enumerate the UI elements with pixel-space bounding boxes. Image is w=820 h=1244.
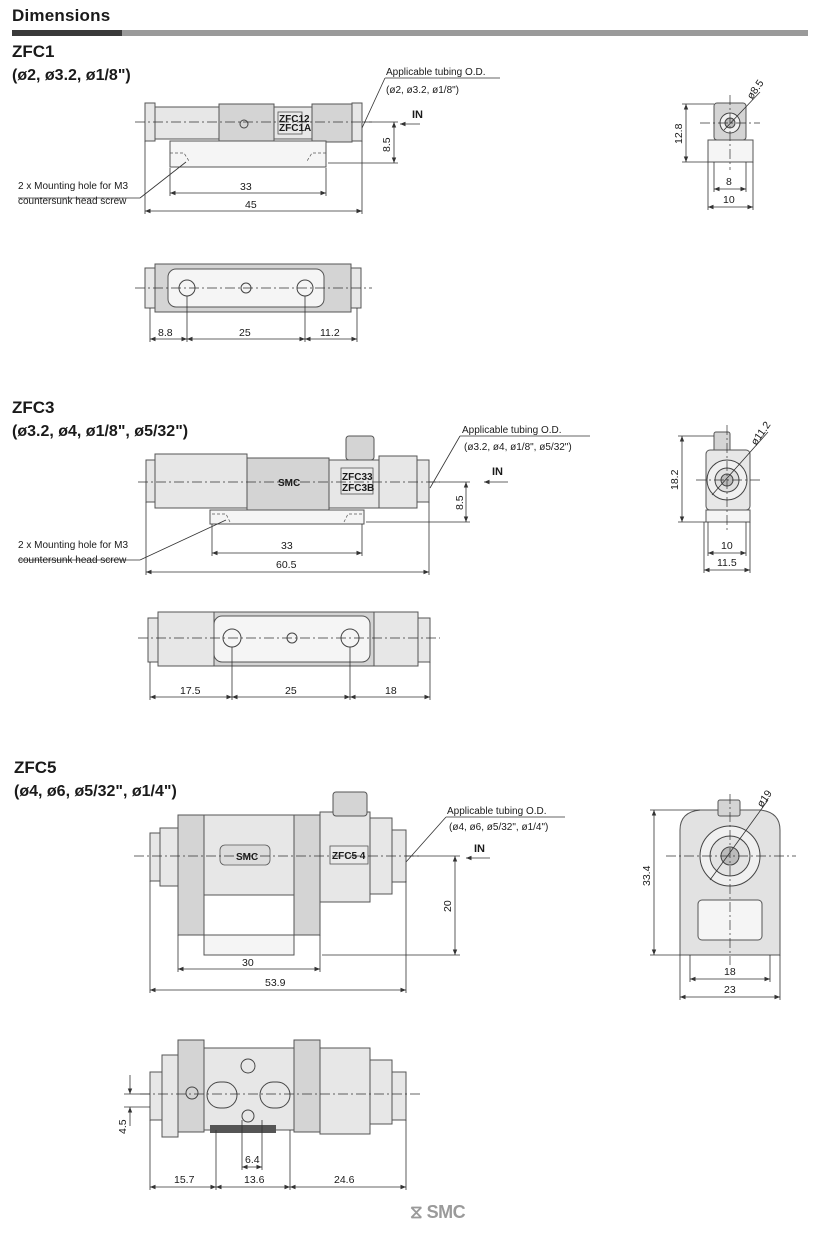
zfc5-dim-mount-pitch: 30 bbox=[242, 957, 254, 969]
title-rule bbox=[12, 30, 808, 36]
zfc5-tubing-label: Applicable tubing O.D. bbox=[447, 806, 547, 817]
zfc3-brand-mark: SMC bbox=[278, 478, 300, 489]
zfc5-model: ZFC5 bbox=[14, 758, 57, 777]
zfc3-top-view: 17.5 25 18 bbox=[138, 611, 440, 700]
zfc3-mount-note-1: 2 x Mounting hole for M3 bbox=[18, 540, 128, 551]
zfc1-sizes: (ø2, ø3.2, ø1/8") bbox=[12, 67, 131, 84]
zfc1-side-width-inner: 8 bbox=[726, 176, 732, 188]
zfc5-front-dims: 30 53.9 20 Applicable tubing O.D. (ø4, ø… bbox=[149, 806, 565, 993]
zfc3-side-view: 18.2 10 11.5 ø11.2 bbox=[669, 419, 774, 573]
zfc3-side-width-inner: 10 bbox=[721, 540, 733, 552]
page-header: Dimensions bbox=[12, 6, 808, 36]
page-title: Dimensions bbox=[12, 6, 111, 25]
zfc3-dim-height: 8.5 bbox=[454, 495, 466, 510]
zfc3-body-mark-1: ZFC33 bbox=[342, 472, 373, 483]
zfc1-body-mark-2: ZFC1A bbox=[279, 123, 311, 134]
zfc1-top-view: 8.8 25 11.2 bbox=[135, 263, 372, 342]
zfc1-front-view: ZFC12 ZFC1A bbox=[135, 102, 372, 168]
zfc3-top-dim-1: 17.5 bbox=[180, 685, 201, 697]
zfc5-sizes: (ø4, ø6, ø5/32", ø1/4") bbox=[14, 783, 177, 800]
smc-logo-text: SMC bbox=[426, 1202, 466, 1222]
zfc5-top-slot: 6.4 bbox=[245, 1154, 260, 1166]
zfc3-front-view: ZFC33 ZFC3B SMC bbox=[138, 435, 440, 525]
zfc3-dim-overall: 60.5 bbox=[276, 559, 297, 571]
zfc3-side-dia: ø11.2 bbox=[749, 419, 774, 447]
zfc1-tubing-sizes: (ø2, ø3.2, ø1/8") bbox=[386, 85, 459, 96]
zfc3-side-height: 18.2 bbox=[669, 469, 681, 490]
zfc5-dim-height: 20 bbox=[442, 900, 454, 912]
zfc1-top-dim-2: 25 bbox=[239, 327, 251, 339]
zfc3-top-dim-2: 25 bbox=[285, 685, 297, 697]
zfc3-tubing-label: Applicable tubing O.D. bbox=[462, 425, 562, 436]
zfc1-model: ZFC1 bbox=[12, 42, 55, 61]
zfc3-model: ZFC3 bbox=[12, 398, 55, 417]
smc-logo-swirl-icon: ⧖ bbox=[410, 1202, 423, 1222]
zfc3-heading: ZFC3 (ø3.2, ø4, ø1/8", ø5/32") bbox=[12, 396, 188, 444]
zfc1-side-dia: ø8.5 bbox=[745, 77, 767, 101]
zfc5-side-dia: ø19 bbox=[755, 788, 775, 810]
zfc1-in-label: IN bbox=[412, 109, 423, 121]
zfc1-body-mark-1: ZFC12 bbox=[279, 114, 310, 125]
zfc3-top-dim-3: 18 bbox=[385, 685, 397, 697]
zfc3-tubing-sizes: (ø3.2, ø4, ø1/8", ø5/32") bbox=[464, 442, 572, 453]
zfc5-heading: ZFC5 (ø4, ø6, ø5/32", ø1/4") bbox=[14, 756, 177, 804]
zfc1-top-dim-1: 8.8 bbox=[158, 327, 173, 339]
zfc5-side-width: 23 bbox=[724, 984, 736, 996]
zfc1-mount-note-1: 2 x Mounting hole for M3 bbox=[18, 181, 128, 192]
zfc1-dim-height: 8.5 bbox=[381, 137, 393, 152]
zfc5-top-dim-2: 13.6 bbox=[244, 1174, 265, 1186]
zfc3-mount-note-2: countersunk head screw bbox=[18, 555, 127, 566]
zfc1-side-height: 12.8 bbox=[673, 123, 685, 144]
zfc5-body-mark: ZFC5 4 bbox=[332, 851, 366, 862]
zfc1-dim-mount-pitch: 33 bbox=[240, 181, 252, 193]
zfc5-side-height: 33.4 bbox=[641, 865, 653, 886]
zfc1-side-width: 10 bbox=[723, 194, 735, 206]
zfc5-top-view: 4.5 6.4 15.7 13.6 24.6 bbox=[117, 1039, 420, 1190]
zfc5-in-label: IN bbox=[474, 843, 485, 855]
zfc1-heading: ZFC1 (ø2, ø3.2, ø1/8") bbox=[12, 40, 131, 88]
zfc5-side-view: 33.4 18 23 ø19 bbox=[641, 788, 796, 1000]
zfc5-brand-mark: SMC bbox=[236, 852, 258, 863]
zfc5-tubing-sizes: (ø4, ø6, ø5/32", ø1/4") bbox=[449, 822, 548, 833]
zfc3-dim-mount-pitch: 33 bbox=[281, 540, 293, 552]
zfc5-top-dim-3: 24.6 bbox=[334, 1174, 355, 1186]
zfc1-dim-overall: 45 bbox=[245, 199, 257, 211]
zfc1-mount-note-2: countersunk head screw bbox=[18, 196, 127, 207]
zfc1-side-view: 12.8 8 10 ø8.5 bbox=[673, 77, 767, 210]
zfc5-top-offset: 4.5 bbox=[117, 1119, 129, 1134]
zfc5-front-view: SMC ZFC5 4 bbox=[134, 791, 420, 956]
zfc3-front-dims: 33 60.5 8.5 Applicable tubing O.D. (ø3.2… bbox=[18, 425, 590, 575]
smc-logo: ⧖ SMC bbox=[410, 1202, 466, 1223]
zfc5-dim-overall: 53.9 bbox=[265, 977, 286, 989]
zfc3-side-width: 11.5 bbox=[717, 557, 737, 569]
zfc1-top-dim-3: 11.2 bbox=[320, 327, 340, 339]
zfc5-side-width-inner: 18 bbox=[724, 966, 736, 978]
zfc5-top-dim-1: 15.7 bbox=[174, 1174, 195, 1186]
zfc3-in-label: IN bbox=[492, 466, 503, 478]
zfc3-body-mark-2: ZFC3B bbox=[342, 483, 374, 494]
zfc3-sizes: (ø3.2, ø4, ø1/8", ø5/32") bbox=[12, 423, 189, 440]
zfc1-tubing-label: Applicable tubing O.D. bbox=[386, 67, 486, 78]
zfc1-front-dims: 33 45 8.5 Applicable tubing O.D. (ø2, ø3… bbox=[18, 67, 500, 214]
